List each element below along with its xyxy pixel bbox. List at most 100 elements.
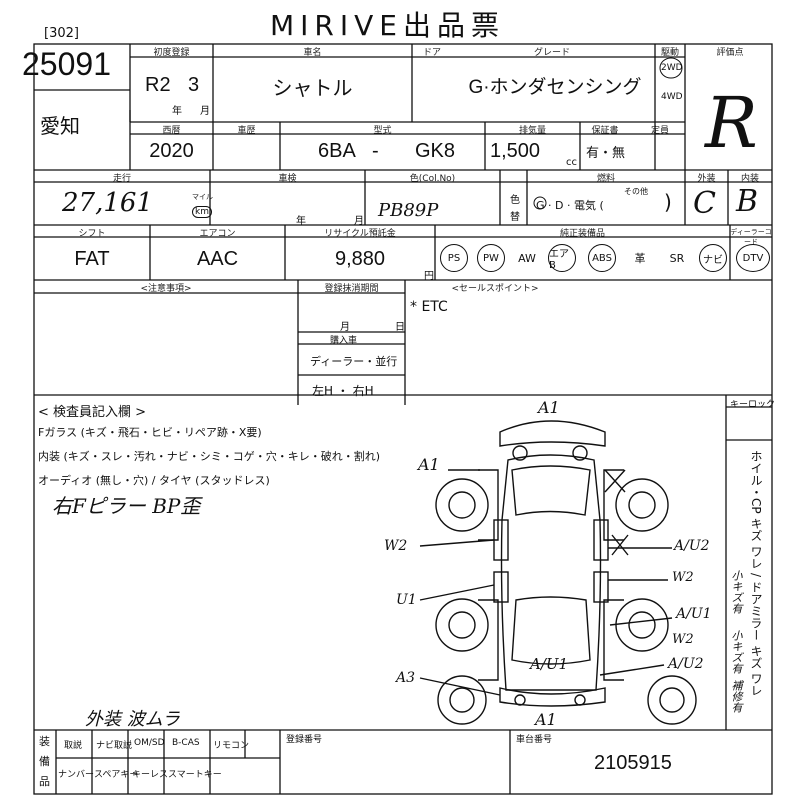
footer-side-3: 品	[39, 775, 50, 788]
int-header: 内装	[740, 174, 759, 184]
mileage-value: 27,161	[62, 188, 153, 218]
footer-side-2: 備	[39, 755, 50, 768]
history-header: 車歴	[237, 126, 256, 136]
rating-header: 評価点	[716, 48, 744, 58]
inspector-line-3: オーディオ (無し・穴) / タイヤ (スタッドレス)	[38, 474, 270, 487]
equip-ps: PS	[440, 244, 468, 272]
footer-number: ナンバー	[58, 770, 95, 780]
mark-a3: A3	[396, 670, 416, 686]
fuel-header: 燃料	[596, 174, 615, 184]
door-header: ドア	[422, 48, 441, 58]
reg-month: 月	[340, 322, 350, 333]
first-reg-nen: 年	[172, 106, 182, 117]
shift-header: シフト	[78, 229, 106, 239]
mark-rear-center: A/U1	[530, 655, 569, 673]
mark-w2-left: W2	[384, 538, 408, 554]
first-reg-tsuki: 月	[200, 106, 210, 117]
recycle-value: 9,880	[334, 248, 386, 270]
color-label: 色	[510, 195, 520, 206]
handwritten-note-1: 右Fピラー BP歪	[52, 494, 201, 518]
lane-code: [302]	[44, 26, 79, 41]
mark-right-a-u2: A/U2	[674, 538, 710, 554]
equipment-header: 純正装備品	[559, 229, 605, 239]
mark-right-w2: W2	[672, 570, 694, 585]
warranty-value: 有・無	[586, 146, 626, 161]
model-code: GK8	[415, 140, 456, 162]
aircon-value: AAC	[196, 248, 239, 270]
car-name-header: 車名	[303, 48, 322, 58]
inspector-header: < 検査員記入欄 >	[38, 405, 147, 420]
model-dash: -	[372, 140, 379, 162]
drive-header: 駆動	[660, 48, 679, 58]
year-header: 西暦	[162, 126, 181, 136]
reg-number-header: 登録番号	[286, 735, 323, 745]
footer-manual: 取説	[64, 741, 83, 751]
change-label: 替	[510, 212, 520, 223]
footer-smart-key: スマートキー	[168, 770, 222, 780]
chassis-header: 車台番号	[516, 735, 553, 745]
mark-right-w2b: W2	[672, 632, 694, 647]
ext-header: 外装	[697, 174, 716, 184]
year-value: 2020	[149, 140, 194, 162]
footer-side-1: 装	[39, 735, 50, 748]
displacement-unit: cc	[566, 157, 577, 168]
footer-om-sd: OM/SD	[134, 738, 165, 748]
capacity-header: 定員	[650, 126, 669, 136]
reg-day: 日	[395, 322, 405, 333]
recycle-header: リサイクル預託金	[324, 229, 396, 239]
equip-leather: 革	[634, 252, 646, 265]
mileage-header: 走行	[112, 174, 131, 184]
chassis-number: 2105915	[594, 752, 672, 774]
notes-header: <注意事項>	[140, 284, 192, 294]
dealer-header: ディーラーコード	[730, 228, 772, 246]
footer-remote: リモコン	[213, 741, 250, 751]
sales-point-header: <セールスポイント>	[451, 284, 539, 294]
mark-left-front: A1	[418, 455, 440, 474]
side-handwritten-2: 小キズ有	[730, 630, 743, 674]
region: 愛知	[40, 114, 80, 138]
fuel-close: )	[664, 190, 672, 214]
mark-front: A1	[538, 398, 560, 417]
key-lock-header: キーロック	[730, 400, 776, 410]
purchase-label: 購入車	[330, 336, 358, 346]
reg-date-header: 登録抹消期間	[324, 284, 379, 294]
recycle-unit: 円	[424, 271, 434, 282]
inspector-line-2: 内装 (キズ・スレ・汚れ・ナビ・シミ・コゲ・穴・キレ・破れ・割れ)	[38, 450, 381, 463]
grade: G·ホンダセンシング	[468, 77, 642, 98]
equip-airbag: エアB	[548, 244, 576, 272]
footer-navi-manual: ナビ取説	[96, 741, 133, 751]
side-handwritten-1: 小キズ有	[730, 570, 743, 614]
shaken-header: 車検	[278, 174, 297, 184]
form-title: MIRIVE出品票	[270, 9, 505, 42]
displacement-value: 1,500	[490, 140, 541, 162]
footer-bcas: B-CAS	[172, 738, 200, 748]
inspector-line-1: Fガラス (キズ・飛石・ヒビ・リペア跡・X要)	[38, 426, 262, 439]
footer-keyless: キーレス	[132, 770, 169, 780]
equip-aw: AW	[518, 251, 536, 265]
int-grade: B	[736, 184, 759, 219]
equip-pw: PW	[477, 244, 505, 272]
first-reg-month: 3	[188, 74, 200, 96]
fuel-options: G · D · 電気 (	[536, 199, 604, 212]
side-notes-vertical: ホイル・CP キズ ワレ / ドアミラー キズ ワレ	[749, 450, 763, 697]
shaken-nen: 年	[296, 216, 306, 227]
equip-sr: SR	[669, 251, 685, 265]
drive-2wd: 2WD	[661, 63, 683, 73]
equip-abs: ABS	[588, 244, 616, 272]
equip-dtv: DTV	[736, 244, 770, 272]
handwritten-note-2: 外装 波ムラ	[85, 709, 180, 730]
color-header: 色(Col.No)	[409, 174, 456, 184]
mileage-mile: マイル	[192, 193, 213, 201]
equip-navi: ナビ	[699, 244, 727, 272]
car-name: シャトル	[272, 78, 353, 100]
aircon-header: エアコン	[199, 229, 236, 239]
lot-number: 25091	[22, 46, 111, 82]
color-code: PB89P	[378, 200, 439, 221]
shift-value: FAT	[74, 248, 110, 270]
shaken-tsuki: 月	[354, 216, 364, 227]
warranty-header: 保証書	[591, 126, 619, 136]
first-reg-header: 初度登録	[153, 48, 190, 58]
fuel-other: その他	[624, 187, 648, 196]
